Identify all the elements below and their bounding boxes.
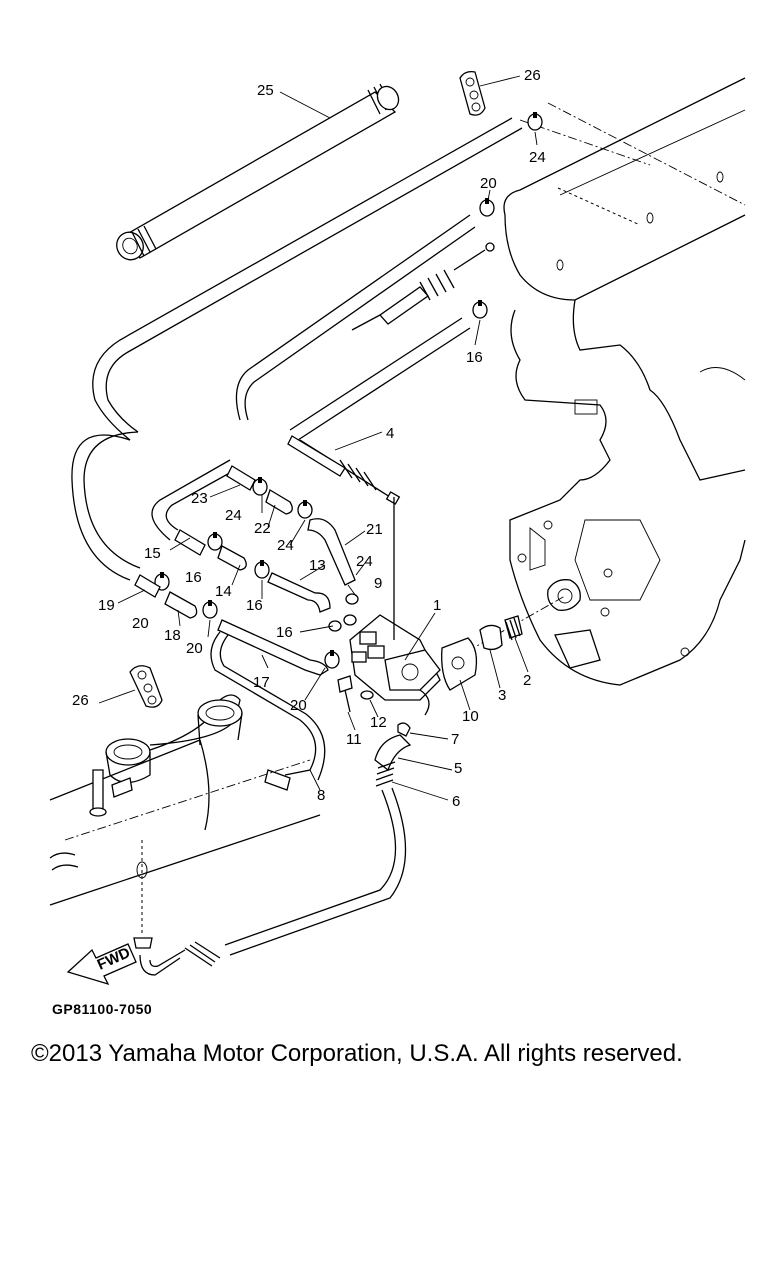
- callout-16-c: 16: [276, 624, 293, 641]
- callout-6: 6: [452, 793, 460, 810]
- leader-lines: [98, 75, 538, 801]
- part-26-holder-top: [459, 70, 486, 116]
- callout-4: 4: [386, 425, 394, 442]
- callout-16-b: 16: [246, 597, 263, 614]
- copyright-notice: ©2013 Yamaha Motor Corporation, U.S.A. A…: [31, 1040, 683, 1067]
- callout-8: 8: [317, 787, 325, 804]
- callout-14: 14: [215, 583, 232, 600]
- fwd-arrow-icon: FWD: [66, 943, 137, 986]
- oil-tank: [49, 694, 321, 976]
- callout-17: 17: [253, 674, 270, 691]
- callout-5: 5: [454, 760, 462, 777]
- callout-1: 1: [433, 597, 441, 614]
- callout-13: 13: [309, 557, 326, 574]
- part-25-hose: [116, 83, 400, 261]
- callout-2: 2: [523, 672, 531, 689]
- callout-21: 21: [366, 521, 383, 538]
- callout-24-top: 24: [529, 149, 546, 166]
- callout-22: 22: [254, 520, 271, 537]
- callout-20-top: 20: [480, 175, 497, 192]
- clip-set: [154, 112, 543, 669]
- callout-19: 19: [98, 597, 115, 614]
- engine-block: [451, 77, 746, 686]
- callout-24-a: 24: [225, 507, 242, 524]
- callout-24-c: 24: [356, 553, 373, 570]
- parts-exploded-diagram: FWD 25: [49, 67, 746, 986]
- drawing-code: GP81100-7050: [52, 1001, 153, 1017]
- callout-12: 12: [370, 714, 387, 731]
- callout-3: 3: [498, 687, 506, 704]
- callout-20-a: 20: [132, 615, 149, 632]
- oil-hoses: [71, 117, 523, 581]
- callout-23: 23: [191, 490, 208, 507]
- callout-11: 11: [346, 731, 362, 748]
- callout-16-a: 16: [185, 569, 202, 586]
- callout-24-b: 24: [277, 537, 294, 554]
- part-26-holder-left: [129, 665, 163, 708]
- small-hoses: [134, 465, 356, 791]
- callout-26-left: 26: [72, 692, 89, 709]
- callout-16-top: 16: [466, 349, 483, 366]
- callout-20-c: 20: [290, 697, 307, 714]
- oil-pump: [224, 497, 523, 956]
- callout-25: 25: [257, 82, 274, 99]
- callout-18: 18: [164, 627, 181, 644]
- callout-numbers: 25 26 24 20 16 4 23 24 22 24 21 15 16 14…: [72, 67, 546, 810]
- callout-7: 7: [451, 731, 459, 748]
- callout-20-b: 20: [186, 640, 203, 657]
- callout-9: 9: [374, 575, 382, 592]
- callout-15: 15: [144, 545, 161, 562]
- callout-26-top: 26: [524, 67, 541, 84]
- callout-10: 10: [462, 708, 479, 725]
